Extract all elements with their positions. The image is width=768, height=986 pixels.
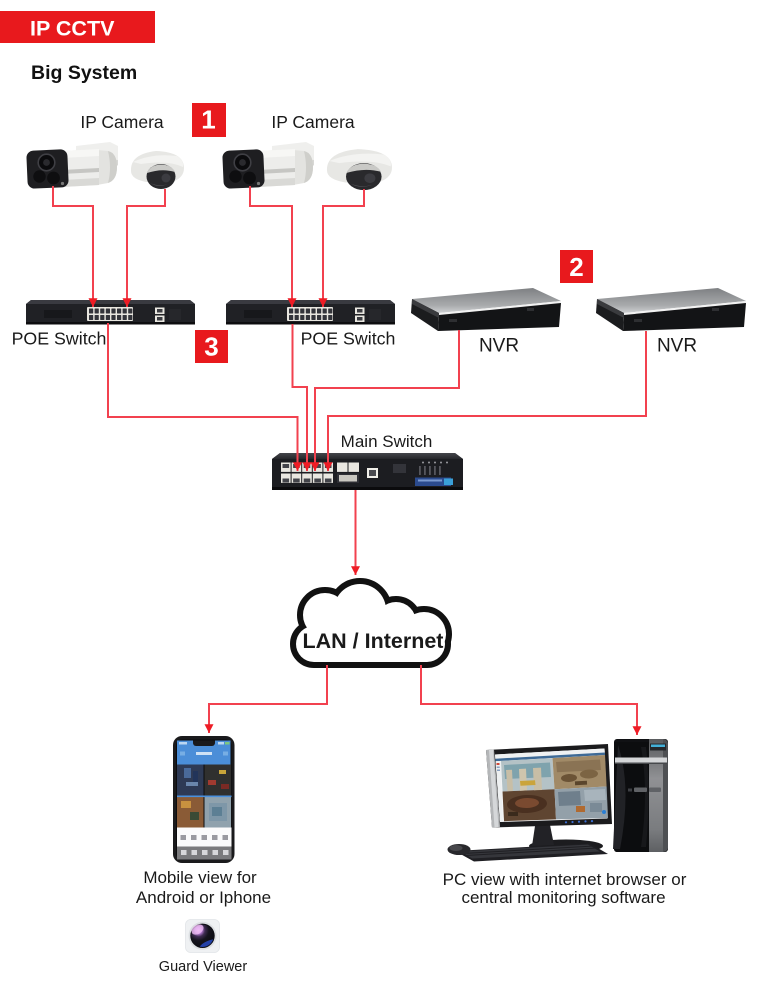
svg-text:central monitoring software: central monitoring software — [461, 888, 665, 907]
svg-text:PC view with internet browser: PC view with internet browser or — [443, 870, 687, 889]
svg-text:Main Switch: Main Switch — [341, 432, 433, 451]
svg-text:LAN / Internet: LAN / Internet — [303, 629, 444, 653]
svg-text:1: 1 — [201, 105, 215, 135]
svg-text:IP CCTV: IP CCTV — [30, 17, 115, 41]
svg-text:NVR: NVR — [657, 336, 697, 357]
svg-text:IP Camera: IP Camera — [271, 112, 355, 132]
svg-text:3: 3 — [204, 332, 218, 362]
svg-text:Mobile view for: Mobile view for — [143, 868, 257, 887]
svg-text:IP Camera: IP Camera — [80, 112, 164, 132]
svg-text:Android or Iphone: Android or Iphone — [136, 888, 271, 907]
svg-text:Guard Viewer: Guard Viewer — [159, 959, 248, 975]
svg-text:NVR: NVR — [479, 336, 519, 357]
svg-text:2: 2 — [569, 252, 583, 282]
svg-text:POE Switch: POE Switch — [12, 329, 107, 349]
svg-text:Big System: Big System — [31, 62, 137, 84]
svg-text:POE Switch: POE Switch — [301, 329, 396, 349]
